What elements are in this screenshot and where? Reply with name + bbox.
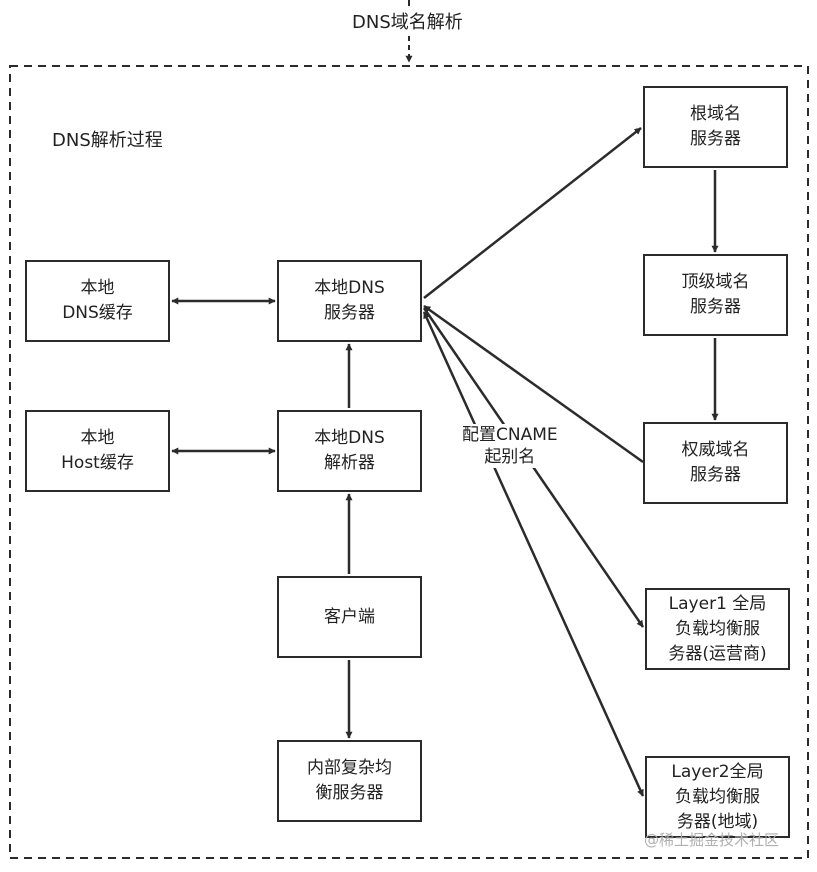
node-local-dns-server: 本地DNS 服务器 bbox=[277, 260, 422, 342]
node-label: 本地DNS 解析器 bbox=[314, 428, 385, 473]
node-local-dns-cache: 本地 DNS缓存 bbox=[25, 260, 170, 342]
edge-local-dns-server-to-root-dns bbox=[423, 127, 642, 299]
node-label: 本地 Host缓存 bbox=[61, 428, 134, 473]
watermark: @稀土掘金技术社区 bbox=[644, 831, 780, 849]
node-layer2-lb: Layer2全局 负载均衡服 务器(地域) bbox=[645, 756, 790, 838]
node-root-dns: 根域名 服务器 bbox=[643, 86, 788, 168]
node-client: 客户端 bbox=[277, 576, 422, 658]
node-label: 权威域名 服务器 bbox=[681, 440, 750, 485]
node-authoritative-dns: 权威域名 服务器 bbox=[643, 422, 788, 504]
node-internal-lb: 内部复杂均 衡服务器 bbox=[277, 740, 422, 822]
node-tld-dns: 顶级域名 服务器 bbox=[643, 254, 788, 336]
edge-layer bbox=[171, 127, 719, 797]
node-local-dns-resolver: 本地DNS 解析器 bbox=[277, 410, 422, 492]
header-title: DNS域名解析 bbox=[352, 12, 463, 33]
node-layer1-lb: Layer1 全局 负载均衡服 务器(运营商) bbox=[645, 588, 790, 670]
node-label: Layer1 全局 负载均衡服 务器(运营商) bbox=[668, 593, 767, 664]
node-label: Layer2全局 负载均衡服 务器(地域) bbox=[671, 761, 764, 832]
edge-local-dns-server-to-layer2-lb bbox=[422, 311, 645, 797]
node-label: 客户端 bbox=[324, 606, 375, 627]
node-label: 根域名 服务器 bbox=[690, 104, 741, 149]
container-title: DNS解析过程 bbox=[52, 130, 163, 151]
node-label: 顶级域名 服务器 bbox=[681, 272, 750, 317]
node-label: 内部复杂均 衡服务器 bbox=[307, 758, 392, 803]
node-label: 本地DNS 服务器 bbox=[314, 278, 385, 323]
node-local-host-cache: 本地 Host缓存 bbox=[25, 410, 170, 492]
node-label: 本地 DNS缓存 bbox=[62, 278, 133, 323]
dns-process-container bbox=[9, 65, 809, 859]
cname-label: 配置CNAME 起别名 bbox=[462, 424, 558, 468]
